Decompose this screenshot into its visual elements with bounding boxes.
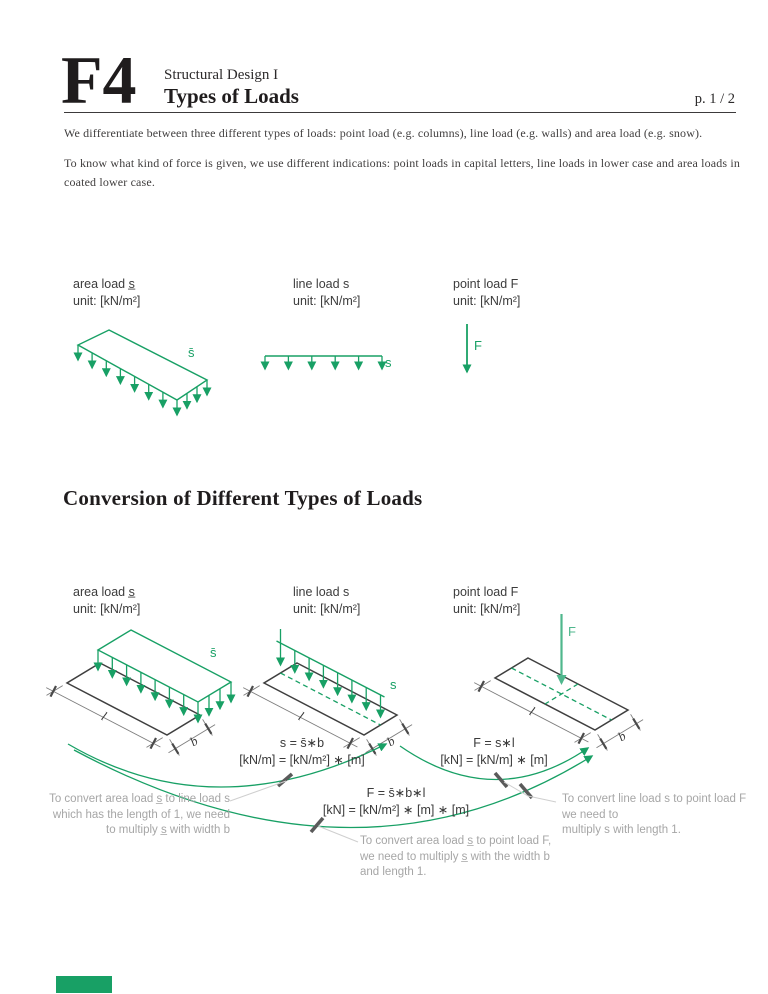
annotation-area-to-line: To convert area load s̲ to line load s w… <box>25 792 230 839</box>
curve-tick-3 <box>493 771 509 789</box>
line-load-line-2 <box>276 640 385 698</box>
center-line-dashed <box>280 672 381 726</box>
line-load-unit: unit: [kN/m²] <box>293 294 361 308</box>
annotation-line-to-point-2: we need to <box>562 808 619 821</box>
area-load-unit: unit: [kN/m²] <box>73 294 141 308</box>
area-plane <box>76 329 209 401</box>
formula-area-to-point-units: [kN] = [kN/m²] ∗ [m] ∗ [m] <box>322 802 470 817</box>
line-load-symbol: s <box>385 355 392 370</box>
annotation-area-to-point-1: To convert area load s̲ to point load F, <box>360 835 552 847</box>
formula-area-to-line: s = s̄∗b [kN/m] = [kN/m²] ∗ [m] <box>197 735 407 768</box>
point-load-unit-2: unit: [kN/m²] <box>453 602 521 616</box>
area-load-diagram: s̄ <box>73 329 212 417</box>
formula-line-to-point-eq: F = s∗l <box>473 736 515 750</box>
dim-length-label-2: l <box>296 709 306 724</box>
formula-line-to-point-units: [kN] = [kN/m] ∗ [m] <box>440 752 548 767</box>
line-load-label-2: line load s unit: [kN/m²] <box>293 584 360 618</box>
formula-area-to-line-eq: s = s̄∗b <box>279 736 325 750</box>
leader-line-1 <box>229 780 287 802</box>
section-title: Conversion of Different Types of Loads <box>63 486 423 510</box>
curve-tick-2 <box>309 816 325 834</box>
annotation-line-to-point-3: multiply s with length 1. <box>562 824 681 836</box>
load-types-diagrams: s̄ s F <box>73 324 482 417</box>
area-plane-2 <box>96 629 233 703</box>
conversion-point-diagram: F l b <box>473 614 645 752</box>
area-load-label: area load s̲ unit: [kN/m²] <box>73 276 140 310</box>
area-load-label-2: area load s̲ unit: [kN/m²] <box>73 584 140 618</box>
line-load-unit-2: unit: [kN/m²] <box>293 602 361 616</box>
leader-line-3 <box>503 781 557 803</box>
line-load-arrows-2 <box>276 629 385 719</box>
point-load-symbol: F <box>474 338 482 353</box>
intro-paragraph-1: We differentiate between three different… <box>64 126 703 140</box>
annotation-line-to-point: To convert line load s to point load F w… <box>562 792 752 839</box>
conversion-diagrams: s̄ l b s l b <box>45 614 645 843</box>
line-load-name: line load s <box>293 277 350 291</box>
area-load-symbol: s̄ <box>188 345 195 360</box>
annotation-area-to-point-2: we need to multiply s̲ with the width b <box>360 850 550 863</box>
area-load-name-2: area load s̲ <box>73 585 135 599</box>
conversion-area-diagram: s̄ l b <box>45 629 236 757</box>
line-load-diagram: s <box>260 355 392 371</box>
point-load-label-2: point load F unit: [kN/m²] <box>453 584 520 618</box>
intro-paragraph-2: To know what kind of force is given, we … <box>64 156 740 189</box>
area-load-arrows <box>73 345 212 417</box>
formula-area-to-line-units: [kN/m] = [kN/m²] ∗ [m] <box>239 752 365 767</box>
line-load-arrows <box>260 356 387 371</box>
formula-line-to-point: F = s∗l [kN] = [kN/m] ∗ [m] <box>389 735 599 768</box>
page-title: Types of Loads <box>164 84 299 108</box>
annotation-area-to-point-3: and length 1. <box>360 866 427 878</box>
curve-tick-1 <box>276 772 294 788</box>
dim-length-label-1: l <box>99 709 109 724</box>
dim-length-label-3: l <box>527 704 537 719</box>
center-line-long-dashed <box>511 667 612 721</box>
header-rule <box>64 112 736 113</box>
annotation-area-to-line-3: to multiply s̲ with width b <box>106 824 230 836</box>
area-load-arrows-2 <box>93 650 236 724</box>
dim-width-label-3: b <box>615 728 629 744</box>
curve-tick-4 <box>518 782 534 800</box>
conversion-line-diagram: s l b <box>242 629 414 757</box>
curve-line-to-point <box>399 745 590 781</box>
page-number: p. 1 / 2 <box>694 91 735 107</box>
annotation-area-to-point: To convert area load s̲ to point load F,… <box>360 834 580 881</box>
annotation-line-to-point-1: To convert line load s to point load F <box>562 793 747 805</box>
line-load-symbol-2: s <box>390 677 397 692</box>
line-load-label: line load s unit: [kN/m²] <box>293 276 360 310</box>
annotation-area-to-line-2: which has the length of 1, we need <box>52 808 230 821</box>
center-line-cross-dashed <box>544 683 579 705</box>
curve-area-to-line <box>67 743 388 788</box>
formula-area-to-point: F = s̄∗b∗l [kN] = [kN/m²] ∗ [m] ∗ [m] <box>291 785 501 818</box>
point-load-name-2: point load F <box>453 585 519 599</box>
course-name: Structural Design I <box>164 67 279 83</box>
point-load-unit: unit: [kN/m²] <box>453 294 521 308</box>
point-load-symbol-2: F <box>568 624 576 639</box>
area-load-unit-2: unit: [kN/m²] <box>73 602 141 616</box>
point-load-label: point load F unit: [kN/m²] <box>453 276 520 310</box>
course-code: F4 <box>61 42 137 118</box>
point-load-name: point load F <box>453 277 519 291</box>
annotation-area-to-line-1: To convert area load s̲ to line load s <box>49 793 230 805</box>
area-load-symbol-2: s̄ <box>210 645 217 660</box>
point-load-diagram: F <box>462 324 482 374</box>
area-load-name: area load s̲ <box>73 277 135 291</box>
leader-line-2 <box>317 825 359 843</box>
formula-area-to-point-eq: F = s̄∗b∗l <box>366 786 426 800</box>
line-load-name-2: line load s <box>293 585 350 599</box>
footer-mark <box>56 976 112 993</box>
